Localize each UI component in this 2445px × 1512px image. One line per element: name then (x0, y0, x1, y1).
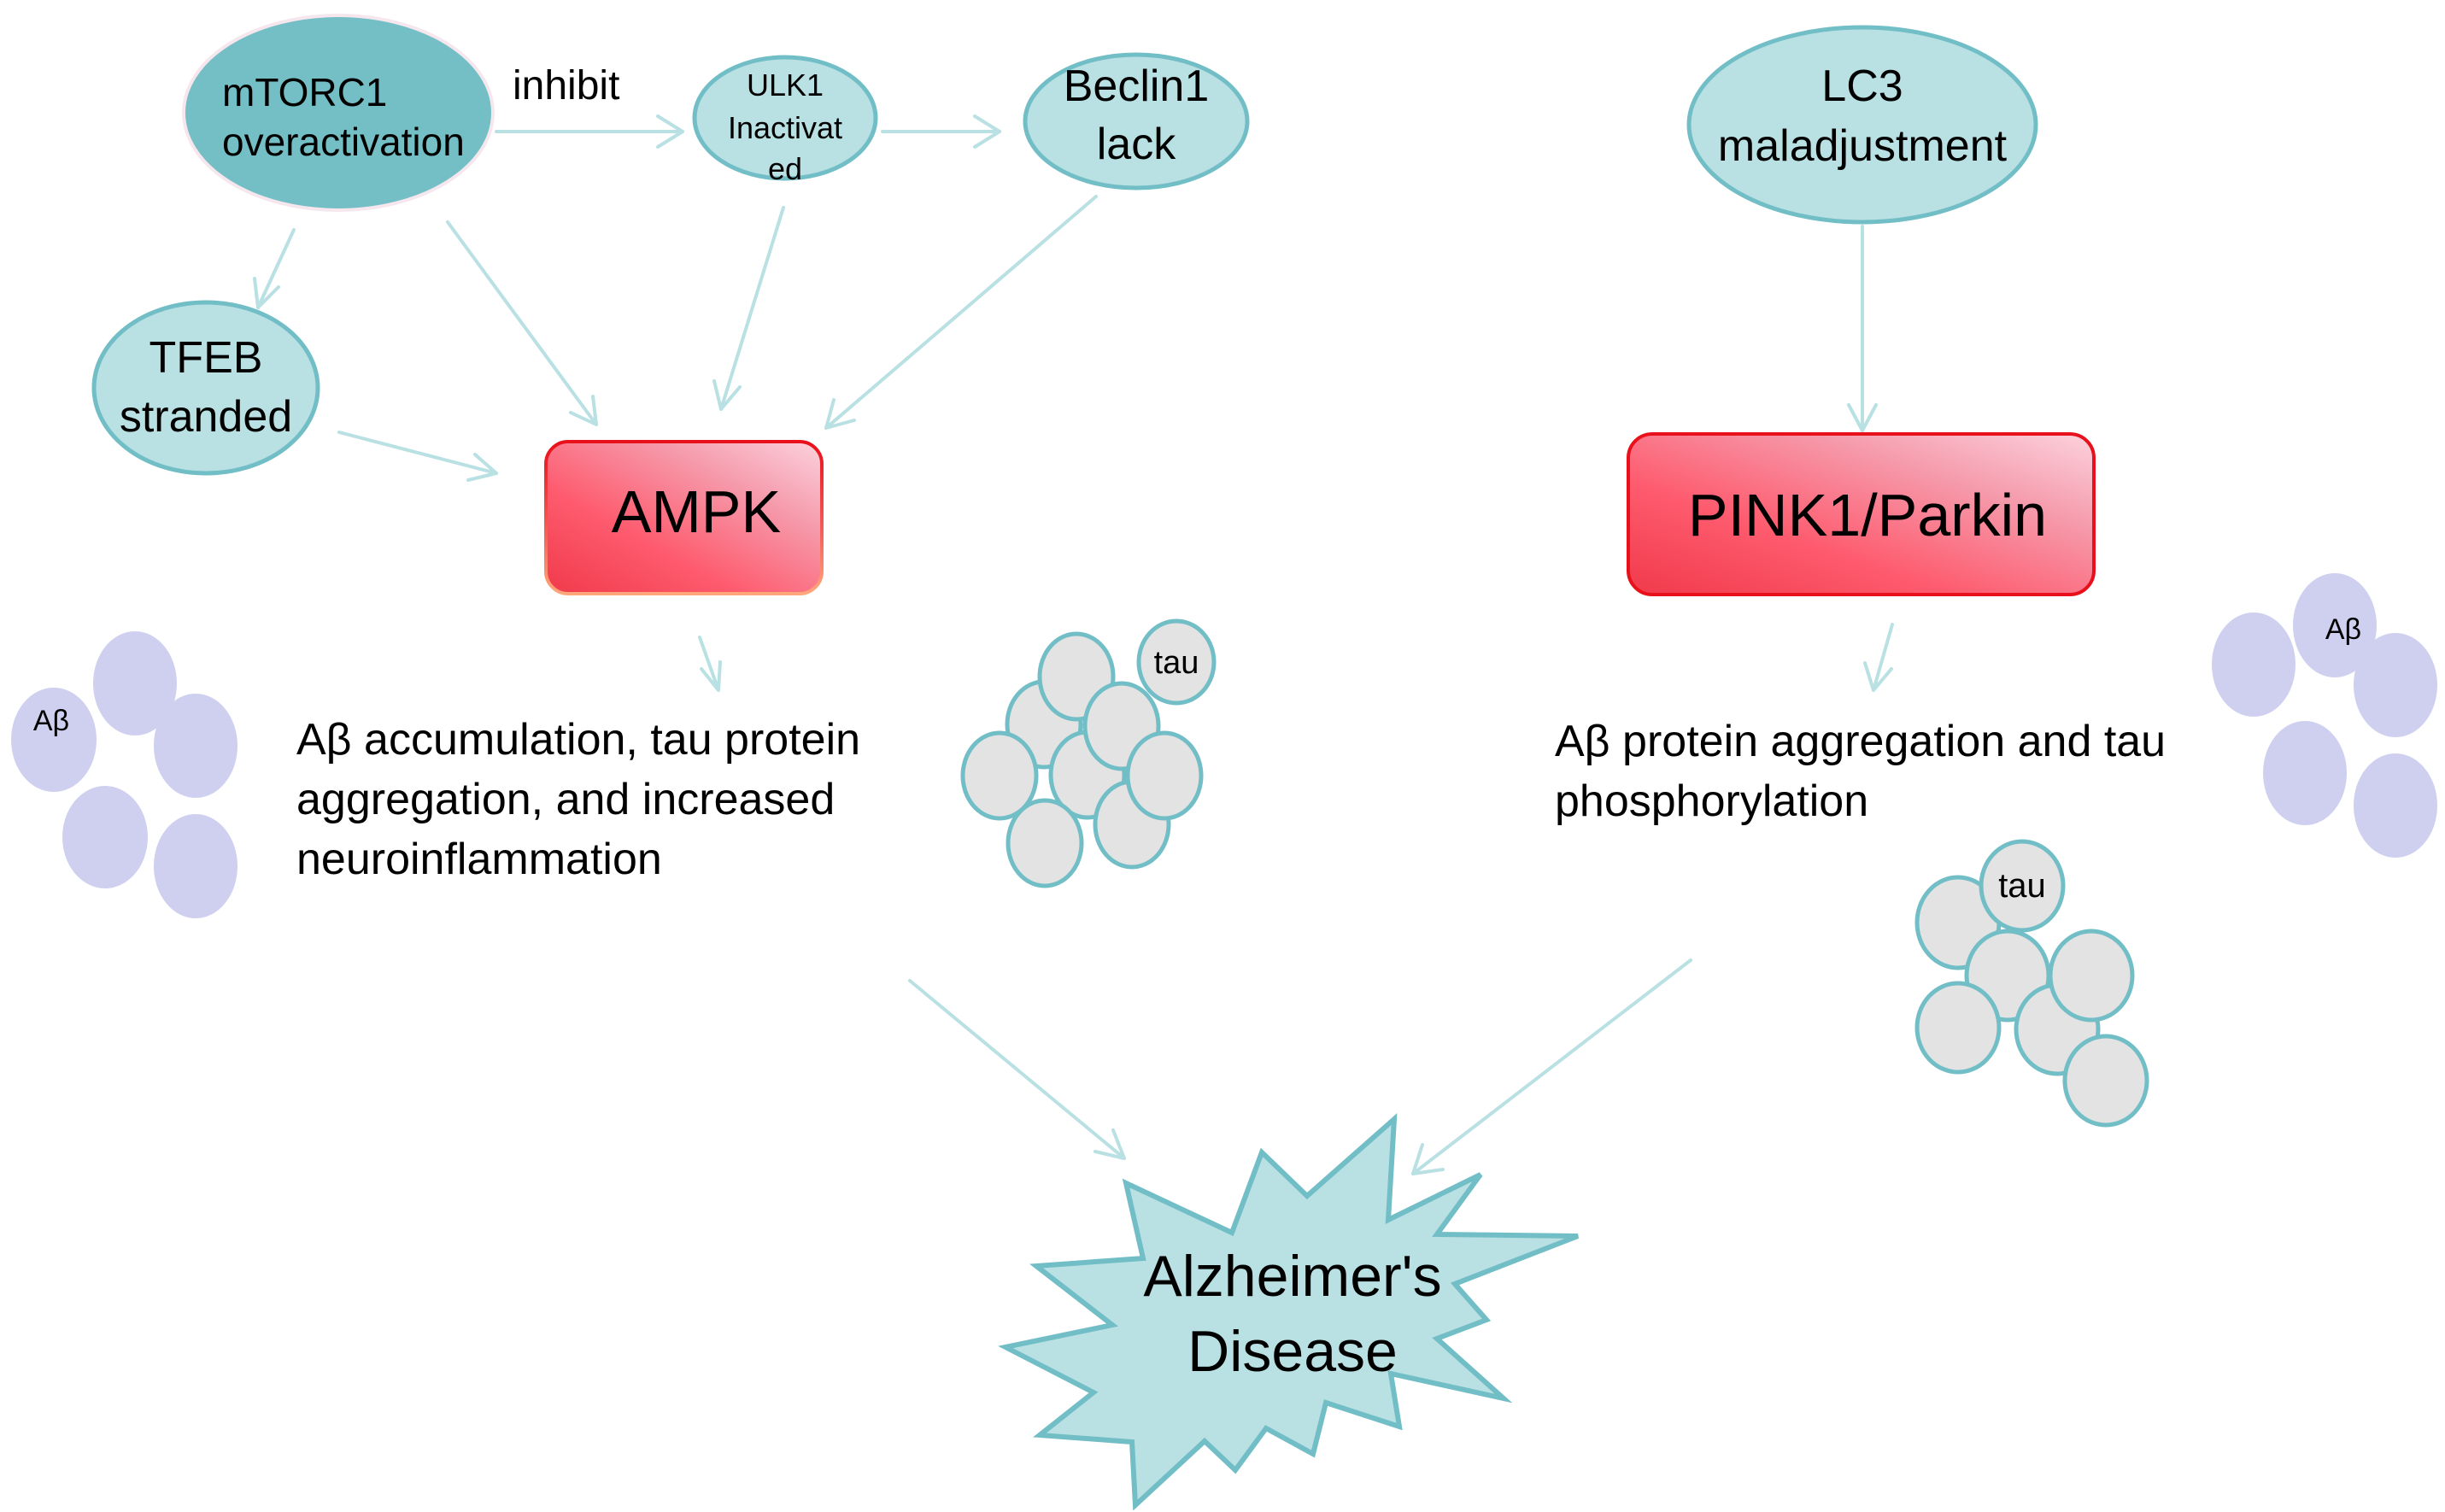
inhibit-label: inhibit (513, 63, 619, 108)
arrow-left-outcome-to-disease (908, 979, 1126, 1160)
arrows (253, 114, 1894, 1175)
arrow-pink1-to-outcome (1863, 623, 1894, 692)
amyloid-label-left: Aβ (33, 705, 69, 737)
ulk1-label-line2: Inactivat (728, 110, 842, 145)
mtorc1-label-line1: mTORC1 (222, 70, 387, 114)
tau-label-left: tau (1154, 645, 1199, 681)
amyloid-blob (2293, 573, 2377, 677)
beclin1-label-line1: Beclin1 (1064, 62, 1210, 111)
tau-blob (2048, 929, 2135, 1023)
amyloid-blob (11, 688, 97, 792)
amyloid-cluster-right: Aβ (2212, 573, 2437, 858)
tau-blob (1979, 839, 2066, 933)
burst-shape (998, 1112, 1580, 1511)
outcome-left: Aβ accumulation, tau protein aggregation… (296, 715, 860, 884)
lc3-label-line2: maladjustment (1718, 121, 2008, 171)
tau-blob (1136, 618, 1217, 706)
amyloid-blob (2263, 721, 2347, 825)
tau-label-right: tau (1998, 867, 2046, 905)
disease-label-line2: Disease (1187, 1319, 1398, 1384)
tau-cluster-right: tau (1914, 839, 2149, 1128)
disease-label-line1: Alzheimer's (1143, 1244, 1441, 1309)
amyloid-label-right: Aβ (2325, 613, 2361, 646)
arrow-mtorc1-to-ampk (446, 220, 598, 426)
amyloid-blob (2212, 612, 2295, 717)
beclin1-label-line2: lack (1097, 120, 1176, 169)
amyloid-blob (2354, 633, 2437, 737)
amyloid-blob (154, 694, 237, 798)
arrow-ulk1-to-ampk (712, 206, 785, 411)
tau-blob (1125, 730, 1204, 821)
tau-blob (2062, 1034, 2149, 1128)
mtorc1-label-line2: overactivation (222, 120, 465, 164)
ulk1-label-line1: ULK1 (747, 67, 824, 103)
node-mtorc1: mTORC1 overactivation (182, 14, 495, 212)
outcome-left-line1: Aβ accumulation, tau protein (296, 715, 860, 765)
amyloid-cluster-left: Aβ (11, 631, 237, 918)
amyloid-blob (2354, 753, 2437, 858)
outcome-right-line2: phosphorylation (1555, 777, 1868, 826)
arrow-mtorc1-to-tfeb (253, 228, 296, 309)
tau-blob (1914, 981, 2002, 1075)
ulk1-label-line3: ed (768, 151, 802, 186)
arrow-ampk-to-outcome (698, 636, 722, 692)
lc3-label-line1: LC3 (1821, 62, 1903, 111)
node-pink1-parkin: PINK1/Parkin (1627, 432, 2096, 596)
node-ampk: AMPK (544, 440, 824, 595)
amyloid-blob (154, 814, 237, 918)
outcome-right-line1: Aβ protein aggregation and tau (1555, 717, 2166, 766)
pink1-parkin-label: PINK1/Parkin (1688, 482, 2047, 548)
arrow-mtorc1-to-ulk1 (495, 114, 684, 149)
arrow-lc3-to-pink1 (1847, 225, 1878, 432)
node-lc3: LC3 maladjustment (1686, 25, 2038, 225)
tfeb-label-line1: TFEB (150, 333, 263, 383)
tau-blob (960, 730, 1039, 821)
ampk-label: AMPK (612, 478, 781, 545)
arrow-ulk1-to-beclin1 (881, 114, 1001, 149)
arrow-tfeb-to-ampk (337, 431, 498, 482)
node-beclin1: Beclin1 lack (1023, 52, 1250, 190)
alzheimers-disease-node: Alzheimer's Disease (998, 1112, 1580, 1511)
outcome-left-line3: neuroinflammation (296, 835, 662, 884)
outcome-left-line2: aggregation, and increased (296, 775, 835, 824)
tfeb-label-line2: stranded (120, 392, 292, 442)
outcome-right: Aβ protein aggregation and tau phosphory… (1555, 717, 2166, 826)
amyloid-blob (93, 631, 177, 735)
tau-blob (1006, 798, 1084, 888)
tau-cluster-left: tau (960, 618, 1217, 888)
amyloid-blob (62, 786, 148, 888)
arrow-beclin1-to-ampk (824, 195, 1098, 430)
arrow-right-outcome-to-disease (1411, 958, 1692, 1175)
node-ulk1: ULK1 Inactivat ed (692, 55, 878, 186)
node-tfeb: TFEB stranded (91, 300, 320, 476)
